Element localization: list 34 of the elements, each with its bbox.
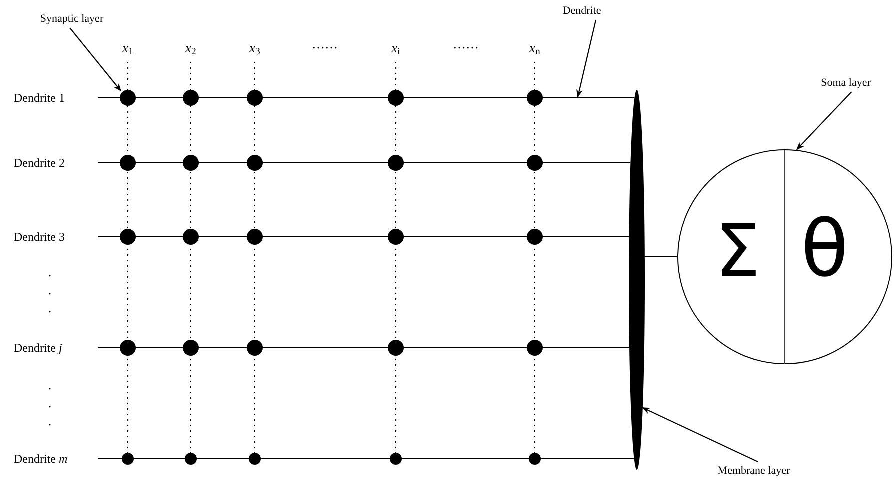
connector-line <box>98 97 635 99</box>
leader-arrow <box>70 28 122 92</box>
leader-arrow <box>642 408 758 462</box>
ellipsis-dot: . <box>48 378 52 392</box>
callout-label: Soma layer <box>814 74 878 92</box>
leader-arrow <box>576 20 597 98</box>
callout-label: Synaptic layer <box>30 10 114 28</box>
connector-line <box>98 347 630 349</box>
callout-label: Membrane layer <box>704 462 804 480</box>
ellipsis-dot: . <box>48 266 52 278</box>
connector-line <box>98 162 631 164</box>
row-label: Dendrite 2 <box>14 154 98 172</box>
column-label: x$_{i}$ <box>392 42 400 54</box>
leader-arrow <box>796 92 852 150</box>
column-label: …… <box>453 38 479 50</box>
ellipsis-dot: . <box>48 414 52 428</box>
column-label: x$_{1}$ <box>122 42 134 54</box>
column-label: x$_{3}$ <box>250 42 260 54</box>
callout-label: Dendrite <box>556 2 608 20</box>
sum-symbol: Σ <box>715 215 760 287</box>
column-label: …… <box>312 38 338 50</box>
row-label: Dendrite m <box>14 450 98 468</box>
ellipsis-dot: . <box>48 284 52 296</box>
connector-line <box>98 236 630 238</box>
connector-line <box>98 458 634 460</box>
column-label: x$_{2}$ <box>186 42 196 54</box>
row-label: Dendrite 1 <box>14 89 98 107</box>
ellipsis-dot: . <box>48 302 52 314</box>
threshold-symbol: θ <box>801 211 849 289</box>
column-label: x$_{n}$ <box>530 42 540 54</box>
row-label: Dendrite 3 <box>14 228 98 246</box>
connector-line <box>644 256 677 258</box>
row-label: Dendrite j <box>14 339 98 357</box>
ellipsis-dot: . <box>48 396 52 410</box>
